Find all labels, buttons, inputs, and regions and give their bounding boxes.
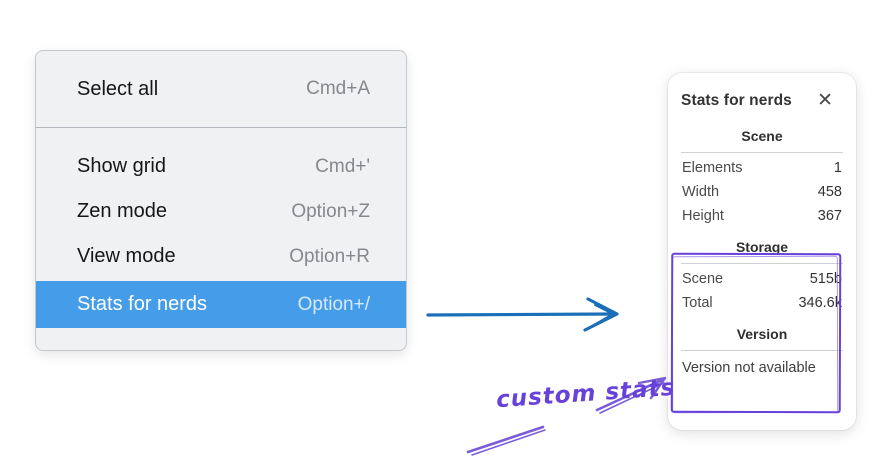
close-button[interactable]: ✕: [813, 89, 837, 112]
stat-row-width: Width 458: [679, 180, 845, 204]
menu-item-select-all[interactable]: Select all Cmd+A: [36, 51, 406, 127]
menu-group-view-options: Show grid Cmd+' Zen mode Option+Z View m…: [36, 128, 406, 328]
stat-row-total-storage: Total 346.6k: [679, 291, 845, 315]
stat-value: 367: [817, 208, 842, 224]
stat-value: 515b: [809, 271, 842, 287]
menu-item-label: Stats for nerds: [77, 293, 208, 315]
close-icon: ✕: [817, 90, 833, 111]
version-note: Version not available: [682, 360, 816, 376]
stat-value: 1: [833, 160, 842, 176]
scene-divider: [681, 152, 843, 153]
stat-label: Elements: [682, 160, 743, 176]
stat-label: Width: [682, 184, 720, 200]
storage-section-header: Storage: [735, 239, 789, 255]
context-menu: Select all Cmd+A Show grid Cmd+' Zen mod…: [35, 50, 407, 351]
annotation-line-icon: [466, 425, 546, 456]
stat-label: Height: [682, 208, 724, 224]
flow-arrow-icon: [426, 297, 619, 332]
scene-section-header: Scene: [741, 128, 783, 144]
menu-item-shortcut: Cmd+A: [306, 78, 370, 99]
stats-panel: Stats for nerds ✕ Scene Elements 1 Width…: [668, 73, 856, 430]
custom-stats-annotation: custom stats: [495, 374, 677, 414]
menu-item-show-grid[interactable]: Show grid Cmd+': [36, 144, 406, 189]
stats-panel-title: Stats for nerds: [681, 91, 792, 109]
menu-item-stats-for-nerds[interactable]: Stats for nerds Option+/: [36, 281, 406, 328]
menu-item-label: Show grid: [77, 155, 166, 177]
version-section-header: Version: [736, 326, 788, 342]
menu-item-shortcut: Cmd+': [315, 155, 370, 177]
stat-row-height: Height 367: [679, 204, 845, 228]
menu-item-label: View mode: [77, 245, 176, 267]
menu-item-label: Select all: [77, 77, 159, 100]
menu-item-view-mode[interactable]: View mode Option+R: [36, 234, 406, 279]
version-divider: [681, 350, 843, 351]
menu-item-shortcut: Option+Z: [291, 200, 370, 222]
stat-value: 346.6k: [798, 295, 842, 311]
stat-label: Total: [682, 295, 713, 311]
stats-panel-header: Stats for nerds ✕: [679, 89, 845, 112]
menu-separator: [36, 127, 406, 128]
menu-item-shortcut: Option+R: [289, 245, 370, 267]
stat-row-elements: Elements 1: [679, 156, 845, 180]
stat-label: Scene: [682, 271, 724, 287]
menu-item-shortcut: Option+/: [297, 293, 370, 315]
menu-item-zen-mode[interactable]: Zen mode Option+Z: [36, 189, 406, 234]
stat-value: 458: [817, 184, 842, 200]
menu-item-label: Zen mode: [77, 200, 168, 222]
storage-divider: [681, 263, 843, 264]
stat-row-scene-storage: Scene 515b: [679, 267, 845, 291]
